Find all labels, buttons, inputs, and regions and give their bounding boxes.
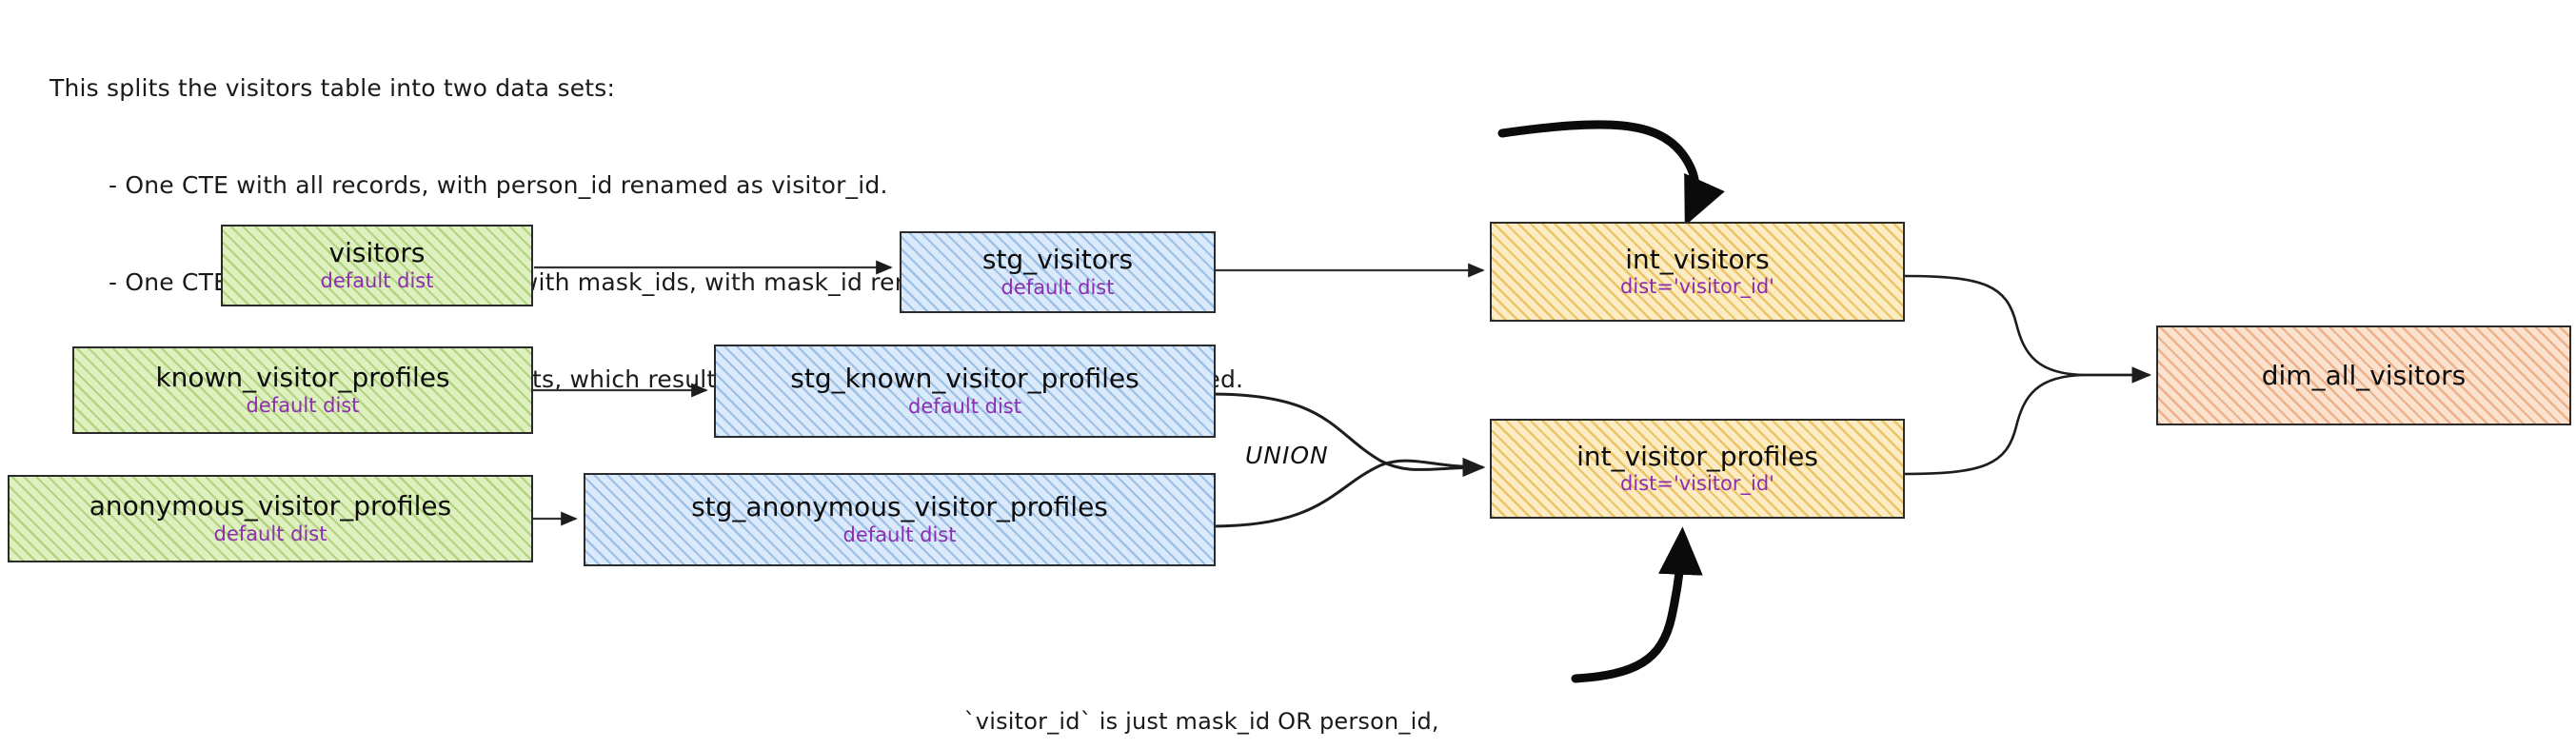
node-stg-visitors-subtitle: default dist: [1001, 275, 1115, 299]
node-known-visitor-profiles-subtitle: default dist: [246, 393, 360, 417]
annotation-top-line-2: - One CTE with all records, with person_…: [109, 171, 888, 199]
edge-int-visitor-profiles-to-dim: [1903, 373, 2150, 476]
node-int-visitors-title: int_visitors: [1625, 243, 1770, 275]
node-stg-known-visitor-profiles[interactable]: stg_known_visitor_profiles default dist: [714, 345, 1216, 438]
node-anonymous-visitor-profiles-subtitle: default dist: [213, 522, 327, 545]
node-stg-anonymous-visitor-profiles-title: stg_anonymous_visitor_profiles: [691, 491, 1108, 523]
node-int-visitors-subtitle: dist='visitor_id': [1620, 275, 1774, 299]
edge-int-visitors-to-dim: [1903, 274, 2152, 384]
node-dim-all-visitors[interactable]: dim_all_visitors: [2156, 325, 2571, 425]
node-anonymous-visitor-profiles[interactable]: anonymous_visitor_profiles default dist: [8, 475, 533, 562]
edge-annotation-top-to-int-visitors: [1497, 120, 1725, 227]
edge-stg-anonymous-to-int-visitor-profiles: [1210, 459, 1484, 528]
node-known-visitor-profiles[interactable]: known_visitor_profiles default dist: [72, 346, 533, 434]
node-visitors[interactable]: visitors default dist: [221, 225, 533, 306]
node-int-visitor-profiles-title: int_visitor_profiles: [1576, 440, 1818, 472]
node-stg-known-visitor-profiles-title: stg_known_visitor_profiles: [790, 363, 1139, 395]
node-stg-anonymous-visitor-profiles[interactable]: stg_anonymous_visitor_profiles default d…: [584, 473, 1216, 566]
annotation-top-line-1: This splits the visitors table into two …: [50, 74, 616, 102]
edge-label-union: UNION: [1245, 442, 1329, 469]
node-dim-all-visitors-title: dim_all_visitors: [2261, 359, 2467, 391]
node-stg-visitors[interactable]: stg_visitors default dist: [900, 231, 1216, 313]
node-int-visitor-profiles-subtitle: dist='visitor_id': [1620, 472, 1774, 496]
edge-annotation-bottom-to-int-visitor-profiles: [1571, 526, 1703, 683]
node-stg-visitors-title: stg_visitors: [981, 244, 1134, 276]
node-stg-anonymous-visitor-profiles-subtitle: default dist: [842, 522, 957, 546]
node-visitors-subtitle: default dist: [320, 268, 434, 292]
node-anonymous-visitor-profiles-title: anonymous_visitor_profiles: [89, 490, 452, 522]
node-visitors-title: visitors: [328, 237, 426, 269]
node-stg-known-visitor-profiles-subtitle: default dist: [908, 394, 1021, 418]
node-int-visitor-profiles[interactable]: int_visitor_profiles dist='visitor_id': [1490, 419, 1905, 519]
annotation-bottom: `visitor_id` is just mask_id OR person_i…: [933, 636, 1470, 749]
annotation-bottom-line-1: `visitor_id` is just mask_id OR person_i…: [963, 708, 1439, 735]
node-known-visitor-profiles-title: known_visitor_profiles: [155, 362, 450, 394]
node-int-visitors[interactable]: int_visitors dist='visitor_id': [1490, 222, 1905, 322]
